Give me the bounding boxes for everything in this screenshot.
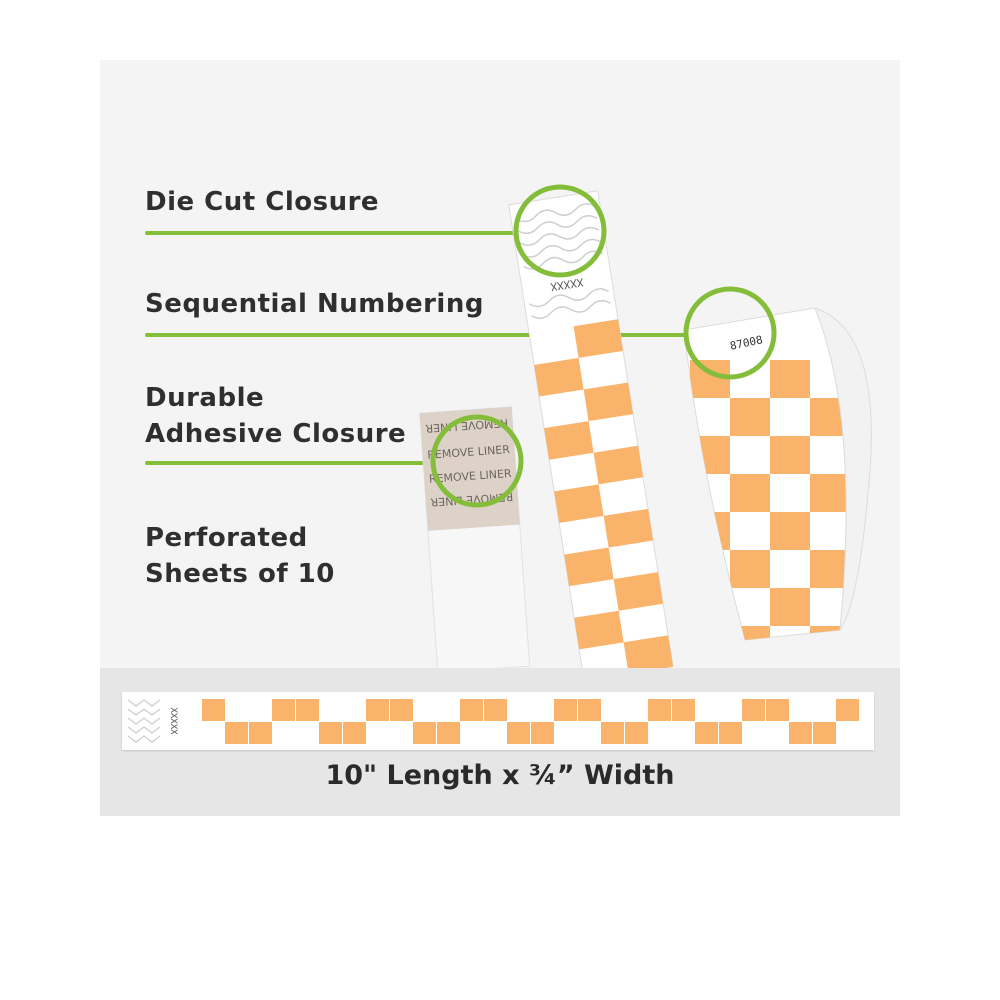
checker-pattern (534, 319, 674, 674)
checker-square (390, 699, 413, 721)
checker-square (601, 722, 624, 744)
checker-square (730, 550, 770, 588)
checker-square (272, 699, 295, 721)
rolled-band: 87008 (683, 307, 872, 641)
checker-square (770, 588, 810, 626)
checker-square (742, 699, 765, 721)
checker-square (810, 550, 847, 588)
checker-square (625, 722, 648, 744)
feature-label-adhesive: Durable Adhesive Closure (145, 383, 407, 449)
die-cut-pattern (127, 699, 161, 743)
checker-square (319, 722, 342, 744)
checker-square (484, 699, 507, 721)
checker-square (574, 610, 624, 650)
serial-placeholder: XXXXX (549, 275, 584, 293)
straight-band: XXXXX (508, 190, 674, 680)
callout-circle-adhesive (430, 414, 524, 508)
checker-square (583, 382, 634, 422)
checker-square (593, 445, 644, 485)
checker-square (789, 722, 812, 744)
checker-square (544, 421, 594, 460)
feature-label-sequential: Sequential Numbering (145, 289, 484, 319)
flat-band-strip: XXXXX (122, 692, 874, 750)
feature-line-die-cut (145, 231, 523, 235)
checker-square (690, 512, 730, 550)
checker-square (836, 699, 859, 721)
checker-square (296, 699, 319, 721)
checker-square (554, 699, 577, 721)
checker-square (695, 722, 718, 744)
checker-square (603, 508, 654, 548)
checker-square (578, 699, 601, 721)
checker-square (690, 436, 730, 474)
checker-square (343, 722, 366, 744)
checker-square (531, 722, 554, 744)
checker-square (225, 722, 248, 744)
die-cut-pattern (515, 203, 611, 320)
checker-square (813, 722, 836, 744)
flat-band-art: XXXXX (127, 699, 859, 744)
liner-text: REMOVE LINER (429, 467, 513, 486)
checker-square (534, 357, 584, 397)
checker-pattern (202, 699, 859, 744)
checker-square (719, 722, 742, 744)
checker-square (613, 572, 664, 611)
callout-circle-sequential (683, 286, 777, 380)
checker-square (730, 626, 770, 640)
dimension-label: 10" Length x ¾” Width (325, 760, 675, 791)
feature-label-perforated: Perforated Sheets of 10 (145, 523, 335, 589)
checker-square (460, 699, 483, 721)
checker-square (507, 722, 530, 744)
callout-circle-die-cut (513, 184, 607, 278)
checker-square (648, 699, 671, 721)
checker-square (770, 512, 810, 550)
checker-square (770, 436, 810, 474)
checker-square (366, 699, 389, 721)
checker-square (730, 474, 770, 512)
checker-square (672, 699, 695, 721)
checker-square (437, 722, 460, 744)
checker-square (573, 319, 624, 358)
checker-square (766, 699, 789, 721)
feature-line-sequential (145, 333, 690, 337)
checker-square (623, 635, 674, 674)
checker-square (249, 722, 272, 744)
checker-square (810, 626, 847, 640)
liner-text: REMOVE LINER (427, 443, 511, 462)
feature-line-adhesive (145, 461, 435, 465)
checker-square (202, 699, 225, 721)
checker-square (413, 722, 436, 744)
checker-square (730, 398, 770, 436)
checker-square (770, 360, 810, 398)
feature-label-die-cut: Die Cut Closure (145, 187, 380, 217)
checker-square (690, 588, 730, 626)
checker-square (810, 474, 847, 512)
checker-square (554, 484, 604, 523)
serial-placeholder: XXXXX (168, 707, 178, 735)
checker-square (564, 547, 614, 587)
